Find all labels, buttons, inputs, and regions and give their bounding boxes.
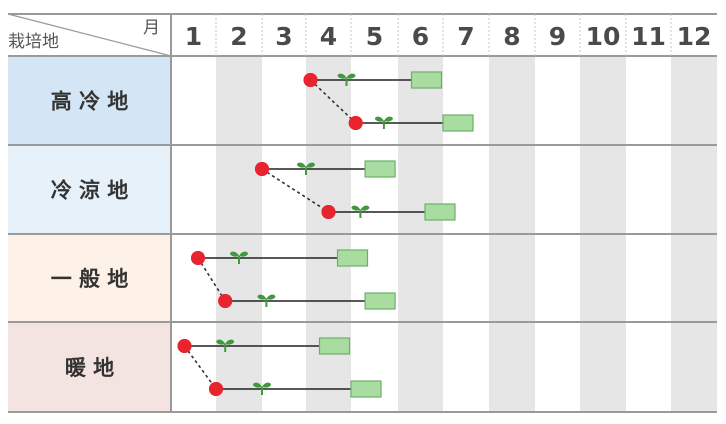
header-column-label: 月 [143, 18, 160, 38]
sprout-icon [374, 116, 393, 129]
harvest-box-icon [364, 292, 396, 310]
sprout-icon [253, 382, 271, 395]
region-label: 高 冷 地 [51, 90, 129, 114]
sowing-window-connector [309, 79, 357, 124]
region-label: 暖 地 [65, 356, 114, 380]
sprout-icon [257, 294, 276, 307]
month-label: 1 [185, 22, 202, 51]
region-band [8, 322, 170, 412]
region-label: 冷 涼 地 [51, 179, 129, 203]
sow-dot-icon [191, 251, 205, 265]
harvest-box-icon [410, 71, 443, 89]
sow-dot-icon [348, 116, 363, 130]
month-label: 5 [366, 22, 383, 51]
region-bands [8, 56, 170, 412]
month-label: 12 [677, 22, 712, 51]
schedule-row [177, 337, 351, 355]
month-label: 7 [457, 22, 474, 51]
harvest-box-icon [336, 249, 369, 267]
sow-dot-icon [218, 294, 233, 308]
grid-lines [7, 13, 717, 413]
harvest-box-icon [364, 160, 396, 178]
header-row: 栽培地 月 [8, 18, 160, 52]
month-label: 2 [230, 22, 247, 51]
sprout-icon [216, 339, 235, 352]
sowing-window-connector [183, 345, 217, 390]
harvest-box-icon [318, 337, 351, 355]
harvest-box-icon [424, 203, 456, 221]
region-band [8, 56, 170, 145]
region-labels: 高 冷 地冷 涼 地一 般 地暖 地 [51, 90, 129, 381]
month-label: 11 [631, 22, 666, 51]
sprout-icon [337, 73, 356, 86]
month-label: 6 [412, 22, 429, 51]
harvest-box-icon [350, 380, 382, 398]
harvest-box-icon [442, 114, 474, 132]
month-label: 8 [503, 22, 520, 51]
region-band [8, 234, 170, 322]
sowing-window-connector [261, 168, 329, 213]
sprout-icon [297, 162, 315, 175]
sow-dot-icon [177, 339, 192, 353]
region-label: 一 般 地 [51, 267, 129, 291]
region-band [8, 145, 170, 234]
month-label: 4 [320, 22, 337, 51]
header-row-label: 栽培地 [8, 32, 59, 52]
sow-dot-icon [255, 162, 269, 176]
sow-dot-icon [209, 382, 223, 396]
schedule-marks [177, 71, 474, 398]
sow-dot-icon [303, 73, 318, 87]
month-label: 10 [586, 22, 621, 51]
sowing-window-connector [197, 257, 226, 302]
header-diagonal [7, 13, 172, 57]
month-label: 3 [275, 22, 292, 51]
sow-dot-icon [321, 205, 336, 219]
sprout-icon [230, 251, 248, 264]
month-label: 9 [549, 22, 566, 51]
sprout-icon [351, 205, 370, 218]
